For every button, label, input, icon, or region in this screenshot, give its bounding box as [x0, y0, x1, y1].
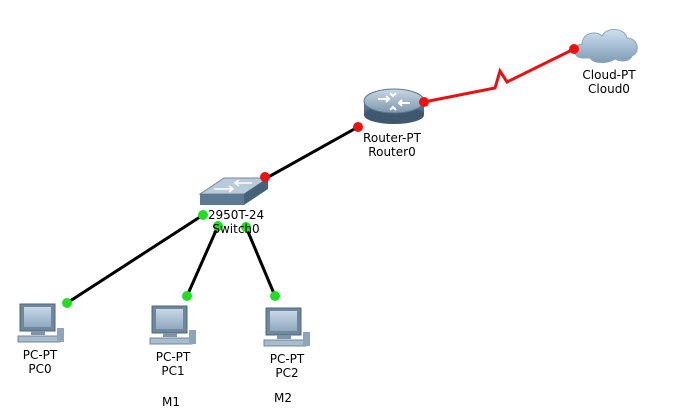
link-light-switch-pc0: [198, 210, 208, 220]
switch-name: Switch0: [212, 222, 260, 236]
link-light-switch-uplink: [260, 172, 270, 182]
pc0-name: PC0: [28, 362, 52, 376]
switch-icon[interactable]: [198, 177, 270, 205]
pc-icon-pc1[interactable]: [149, 305, 196, 345]
link-switch-pc0[interactable]: [66, 213, 204, 305]
note-m2[interactable]: M2: [274, 391, 292, 405]
pc-icon-pc0[interactable]: [17, 303, 64, 343]
link-light-pc0: [62, 298, 72, 308]
router-icon[interactable]: [363, 88, 425, 124]
router-name: Router0: [368, 145, 416, 159]
link-light-switch-pc2: [241, 222, 251, 232]
link-light-router-serial: [419, 97, 429, 107]
cloud-model: Cloud-PT: [582, 68, 636, 82]
link-light-switch-pc1: [213, 221, 223, 231]
link-light-pc1: [182, 291, 192, 301]
cloud-label: Cloud-PT Cloud0: [576, 68, 642, 96]
pc2-model: PC-PT: [269, 352, 305, 366]
pc1-label: PC-PT PC1: [145, 350, 201, 378]
link-light-router-eth: [353, 122, 363, 132]
cloud-name: Cloud0: [588, 82, 630, 96]
router-model: Router-PT: [363, 131, 421, 145]
pc0-label: PC-PT PC0: [12, 348, 68, 376]
link-switch-pc1[interactable]: [185, 225, 220, 297]
link-light-pc2: [270, 291, 280, 301]
pc1-model: PC-PT: [155, 350, 191, 364]
pc0-model: PC-PT: [22, 348, 58, 362]
link-router-cloud[interactable]: [423, 47, 575, 104]
switch-model: 2950T-24: [207, 208, 265, 222]
cloud-icon[interactable]: [574, 29, 638, 64]
note-m1[interactable]: M1: [162, 395, 180, 409]
pc2-label: PC-PT PC2: [259, 352, 315, 380]
pc-icon-pc2[interactable]: [263, 307, 310, 347]
pc2-name: PC2: [275, 366, 299, 380]
link-switch-pc2[interactable]: [244, 226, 277, 297]
link-light-cloud: [569, 44, 579, 54]
router-label: Router-PT Router0: [352, 131, 432, 159]
switch-label: 2950T-24 Switch0: [196, 208, 276, 236]
pc1-name: PC1: [161, 364, 185, 378]
